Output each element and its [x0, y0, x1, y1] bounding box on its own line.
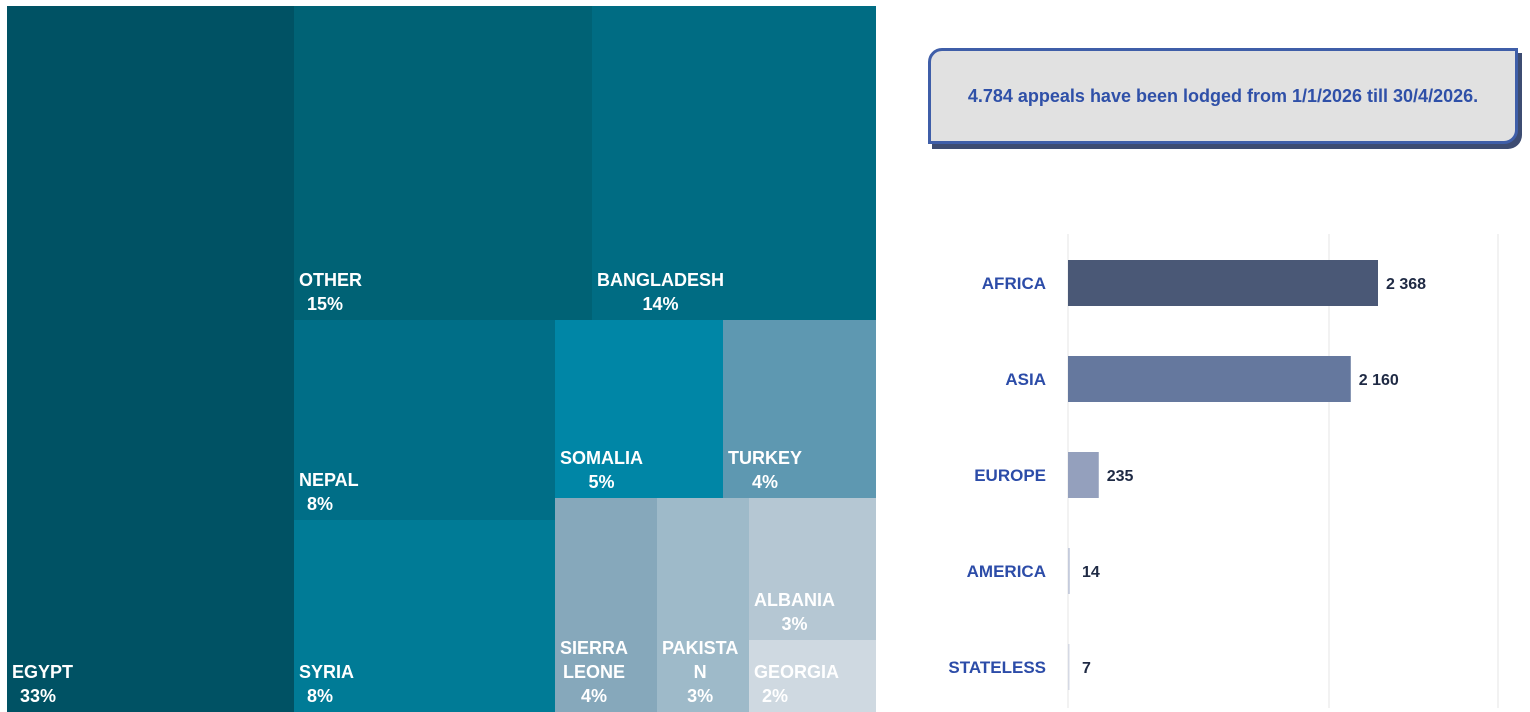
treemap-tile-georgia: GEORGIA 2% — [749, 640, 876, 712]
category-label-asia: ASIA — [1005, 370, 1046, 389]
category-label-america: AMERICA — [967, 562, 1046, 581]
treemap-tile-label: BANGLADESH 14% — [597, 268, 724, 316]
treemap-tile-percent: 5% — [588, 472, 615, 492]
treemap-tile-percent: 3% — [781, 614, 808, 634]
treemap-tile-percent: 2% — [762, 686, 789, 706]
treemap-tile-label: SYRIA 8% — [299, 660, 354, 708]
bar-asia — [1068, 356, 1351, 402]
treemap-tile-egypt: EGYPT 33% — [7, 6, 294, 712]
treemap-tile-label: NEPAL 8% — [299, 468, 359, 516]
value-label-america: 14 — [1082, 564, 1100, 581]
treemap-tile-percent: 14% — [642, 294, 679, 314]
value-label-stateless: 7 — [1082, 660, 1091, 677]
treemap-tile-name: BANGLADESH — [597, 270, 725, 290]
category-label-africa: AFRICA — [982, 274, 1046, 293]
treemap-tile-turkey: TURKEY 4% — [723, 320, 876, 498]
treemap-tile-percent: 4% — [581, 686, 608, 706]
bar-america — [1068, 548, 1070, 594]
treemap-tile-name: SOMALIA — [560, 448, 643, 468]
treemap-tile-label: GEORGIA 2% — [754, 660, 839, 708]
treemap-tile-label: TURKEY 4% — [728, 446, 802, 494]
treemap-tile-percent: 3% — [687, 686, 714, 706]
treemap-tile-bangladesh: BANGLADESH 14% — [592, 6, 876, 320]
bar-africa — [1068, 260, 1378, 306]
treemap-tile-name: SYRIA — [299, 662, 355, 682]
category-label-stateless: STATELESS — [948, 658, 1046, 677]
category-label-europe: EUROPE — [974, 466, 1046, 485]
value-label-asia: 2 160 — [1359, 372, 1399, 389]
treemap-tile-name: EGYPT — [12, 662, 74, 682]
treemap-tile-percent: 8% — [307, 494, 334, 514]
treemap-tile-label: SOMALIA 5% — [560, 446, 643, 494]
treemap-tile-other: OTHER 15% — [294, 6, 592, 320]
treemap-tile-label: EGYPT 33% — [12, 660, 73, 708]
treemap-tile-label: OTHER 15% — [299, 268, 362, 316]
treemap-tile-name: GEORGIA — [754, 662, 840, 682]
treemap-tile-percent: 33% — [20, 686, 57, 706]
treemap-tile-name: ALBANIA — [754, 590, 835, 610]
treemap-tile-percent: 15% — [307, 294, 344, 314]
treemap-tile-percent: 8% — [307, 686, 334, 706]
treemap-tile-label: ALBANIA 3% — [754, 588, 835, 636]
value-label-europe: 235 — [1107, 468, 1134, 485]
value-label-africa: 2 368 — [1386, 276, 1426, 293]
treemap-tile-albania: ALBANIA 3% — [749, 498, 876, 640]
appeals-summary-callout: 4.784 appeals have been lodged from 1/1/… — [928, 48, 1518, 144]
treemap-tile-name: TURKEY — [728, 448, 803, 468]
treemap-tile-nepal: NEPAL 8% — [294, 320, 555, 520]
treemap-tile-name: NEPAL — [299, 470, 359, 490]
bar-stateless — [1068, 644, 1070, 690]
appeals-summary-text: 4.784 appeals have been lodged from 1/1/… — [967, 86, 1479, 106]
treemap-tile-somalia: SOMALIA 5% — [555, 320, 723, 498]
treemap-tile-syria: SYRIA 8% — [294, 520, 555, 712]
treemap-tile-name: OTHER — [299, 270, 362, 290]
treemap-tile-percent: 4% — [752, 472, 779, 492]
bar-europe — [1068, 452, 1099, 498]
